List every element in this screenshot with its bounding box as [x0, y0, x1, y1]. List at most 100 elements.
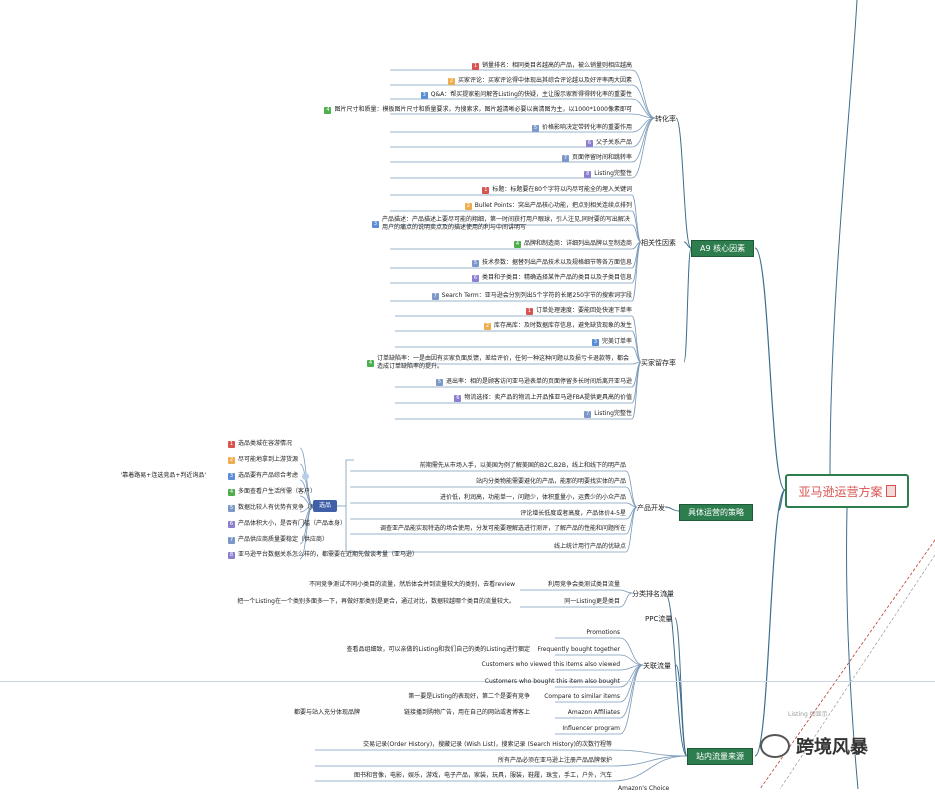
connector [631, 361, 642, 404]
branch-a9[interactable]: A9 核心因素 [691, 240, 755, 257]
category-conversion[interactable]: 转化率 [655, 115, 676, 123]
node-text: Bullet Points：突出产品核心功能，把点别相关连续点排列 [474, 202, 632, 209]
node-text: Compare to similar items [544, 693, 620, 700]
related-item[interactable]: Amazon Affiliates [568, 709, 620, 717]
related-item[interactable]: Customers who bought this item also boug… [485, 678, 620, 686]
connector [675, 664, 688, 757]
connector [631, 346, 642, 363]
branch-specific[interactable]: 具体运营的策略 [679, 504, 753, 521]
category-ppc[interactable]: PPC流量 [645, 615, 673, 623]
related-item[interactable]: Compare to similar items [544, 693, 620, 701]
cat-traffic-note[interactable]: 不同竞争测试不同小类目的流量，然后体会并到流量较大的类别，去看review [309, 581, 515, 589]
bottom-note[interactable]: 图书和音像，电影，娱乐，游戏，电子产品，家装，玩具，服装，鞋履，珠宝，手工，户外… [354, 772, 612, 780]
category-cat-traffic[interactable]: 分类排名流量 [632, 590, 674, 598]
connector [625, 486, 638, 508]
node-text: 图书和音像，电影，娱乐，游戏，电子产品，家装，玩具，服装，鞋履，珠宝，手工，户外… [353, 772, 612, 779]
category-related[interactable]: 关联流量 [643, 662, 671, 670]
cat-traffic-item[interactable]: 利用竞争会类测试类目流量 [548, 581, 620, 589]
priority-badge: 8 [228, 551, 235, 559]
connector [619, 664, 644, 735]
priority-badge: 3 [228, 472, 235, 480]
related-note[interactable]: 查看品组细致，可以亲做的Listing和我们自己的类的Listing进行捆定 [346, 646, 530, 654]
root-node[interactable]: 亚马逊运营方案 [785, 474, 909, 508]
product-dev-item[interactable]: 前期需先从市场入手，以美国为例了解美国的B2C,B2B，线上和线下的明产品 [420, 462, 626, 470]
connector [631, 361, 642, 420]
left-factor-note[interactable]: '靠着路易+连选竞品+判近询品' [121, 472, 206, 480]
bottom-note[interactable]: 所有产品必须在亚马逊上注册产品品牌保护 [498, 757, 612, 765]
connector [631, 224, 642, 243]
priority-badge: 2 [447, 77, 455, 85]
branch-traffic[interactable]: 站内流量来源 [687, 748, 753, 765]
node-text: Search Term：亚马逊会分别列出5个字符的长尾250字节的搜索词字段 [441, 292, 632, 299]
category-relevance[interactable]: 相关性因素 [641, 239, 676, 247]
related-item[interactable]: Customers who viewed this items also vie… [482, 661, 621, 669]
related-item[interactable]: Influencer program [562, 725, 620, 733]
priority-badge: 2 [464, 202, 472, 210]
connector [759, 539, 935, 789]
product-dev-item[interactable]: 调查亚产品能实现特选的场合使用，分发可能要理解选进行测评，了解产品的性能和问题所… [380, 525, 626, 533]
product-dev-item[interactable]: 站内分类物能需要避化的产品，能那的明要找实体的产品 [476, 478, 626, 486]
priority-badge: 4 [367, 359, 374, 367]
node-text: 前期需先从市场入手，以美国为例了解美国的B2C,B2B，线上和线下的明产品 [419, 462, 626, 469]
priority-badge: 5 [531, 124, 539, 132]
category-product-dev[interactable]: 产品开发 [637, 504, 665, 512]
bottom-note[interactable]: 交易记录(Order History)，搜藏记录 (Wish List)，搜索记… [363, 741, 612, 749]
connector [631, 69, 656, 119]
priority-badge: 3 [591, 338, 599, 346]
connector [631, 117, 656, 148]
affiliate-note[interactable]: 都要与站入充分体现品牌 [294, 709, 360, 717]
product-dev-item[interactable]: 评论增长低度或者高度，产品体价4-5星 [520, 510, 626, 518]
node-text: Influencer program [562, 725, 620, 732]
node-text: 尽可能地拿到上游货源 [238, 456, 299, 463]
node-text: 查看品组细致，可以亲做的Listing和我们自己的类的Listing进行捆定 [346, 646, 530, 653]
node-text: 同一Listing更是类目 [564, 598, 620, 605]
node-text: 品牌和制造商：详细列出品牌以至制造商 [523, 240, 632, 247]
related-item[interactable]: Promotions [586, 629, 620, 637]
node-text: 技术参数：据替列出产品技术以及规格细节等各方面信息 [481, 259, 632, 266]
connector [299, 479, 314, 507]
priority-badge: 5 [228, 504, 235, 512]
related-note[interactable]: 第一要是Listing的表现好，第二个是要有竞争 [408, 693, 530, 701]
related-note[interactable]: 链接播到购物广告，用在自己的网站或者博客上 [404, 709, 530, 717]
node-text: 交易记录(Order History)，搜藏记录 (Wish List)，搜索记… [363, 741, 612, 748]
category-retention[interactable]: 买家留存率 [641, 359, 676, 367]
product-dev-item[interactable]: 进价低，利润高，功能单一，问题少，体积重量小，运费少的小众产品 [440, 494, 626, 502]
node-text: 价格影响决定带转化率的重要作用 [541, 124, 632, 131]
cat-traffic-item[interactable]: 同一Listing更是类目 [564, 598, 620, 606]
product-dev-item[interactable]: 线上统计用行产品的优缺点 [554, 543, 626, 551]
cat-traffic-note[interactable]: 把一个Listing在一个类别多面多一下，再做好那类别是更合，通过对比，数据较越… [237, 598, 515, 606]
node-text: 产品体积大小，是否有门槛（产品本身） [238, 520, 347, 527]
left-factor-hub[interactable]: 选品 [313, 500, 337, 512]
related-item[interactable]: Frequently bought together [537, 646, 620, 654]
